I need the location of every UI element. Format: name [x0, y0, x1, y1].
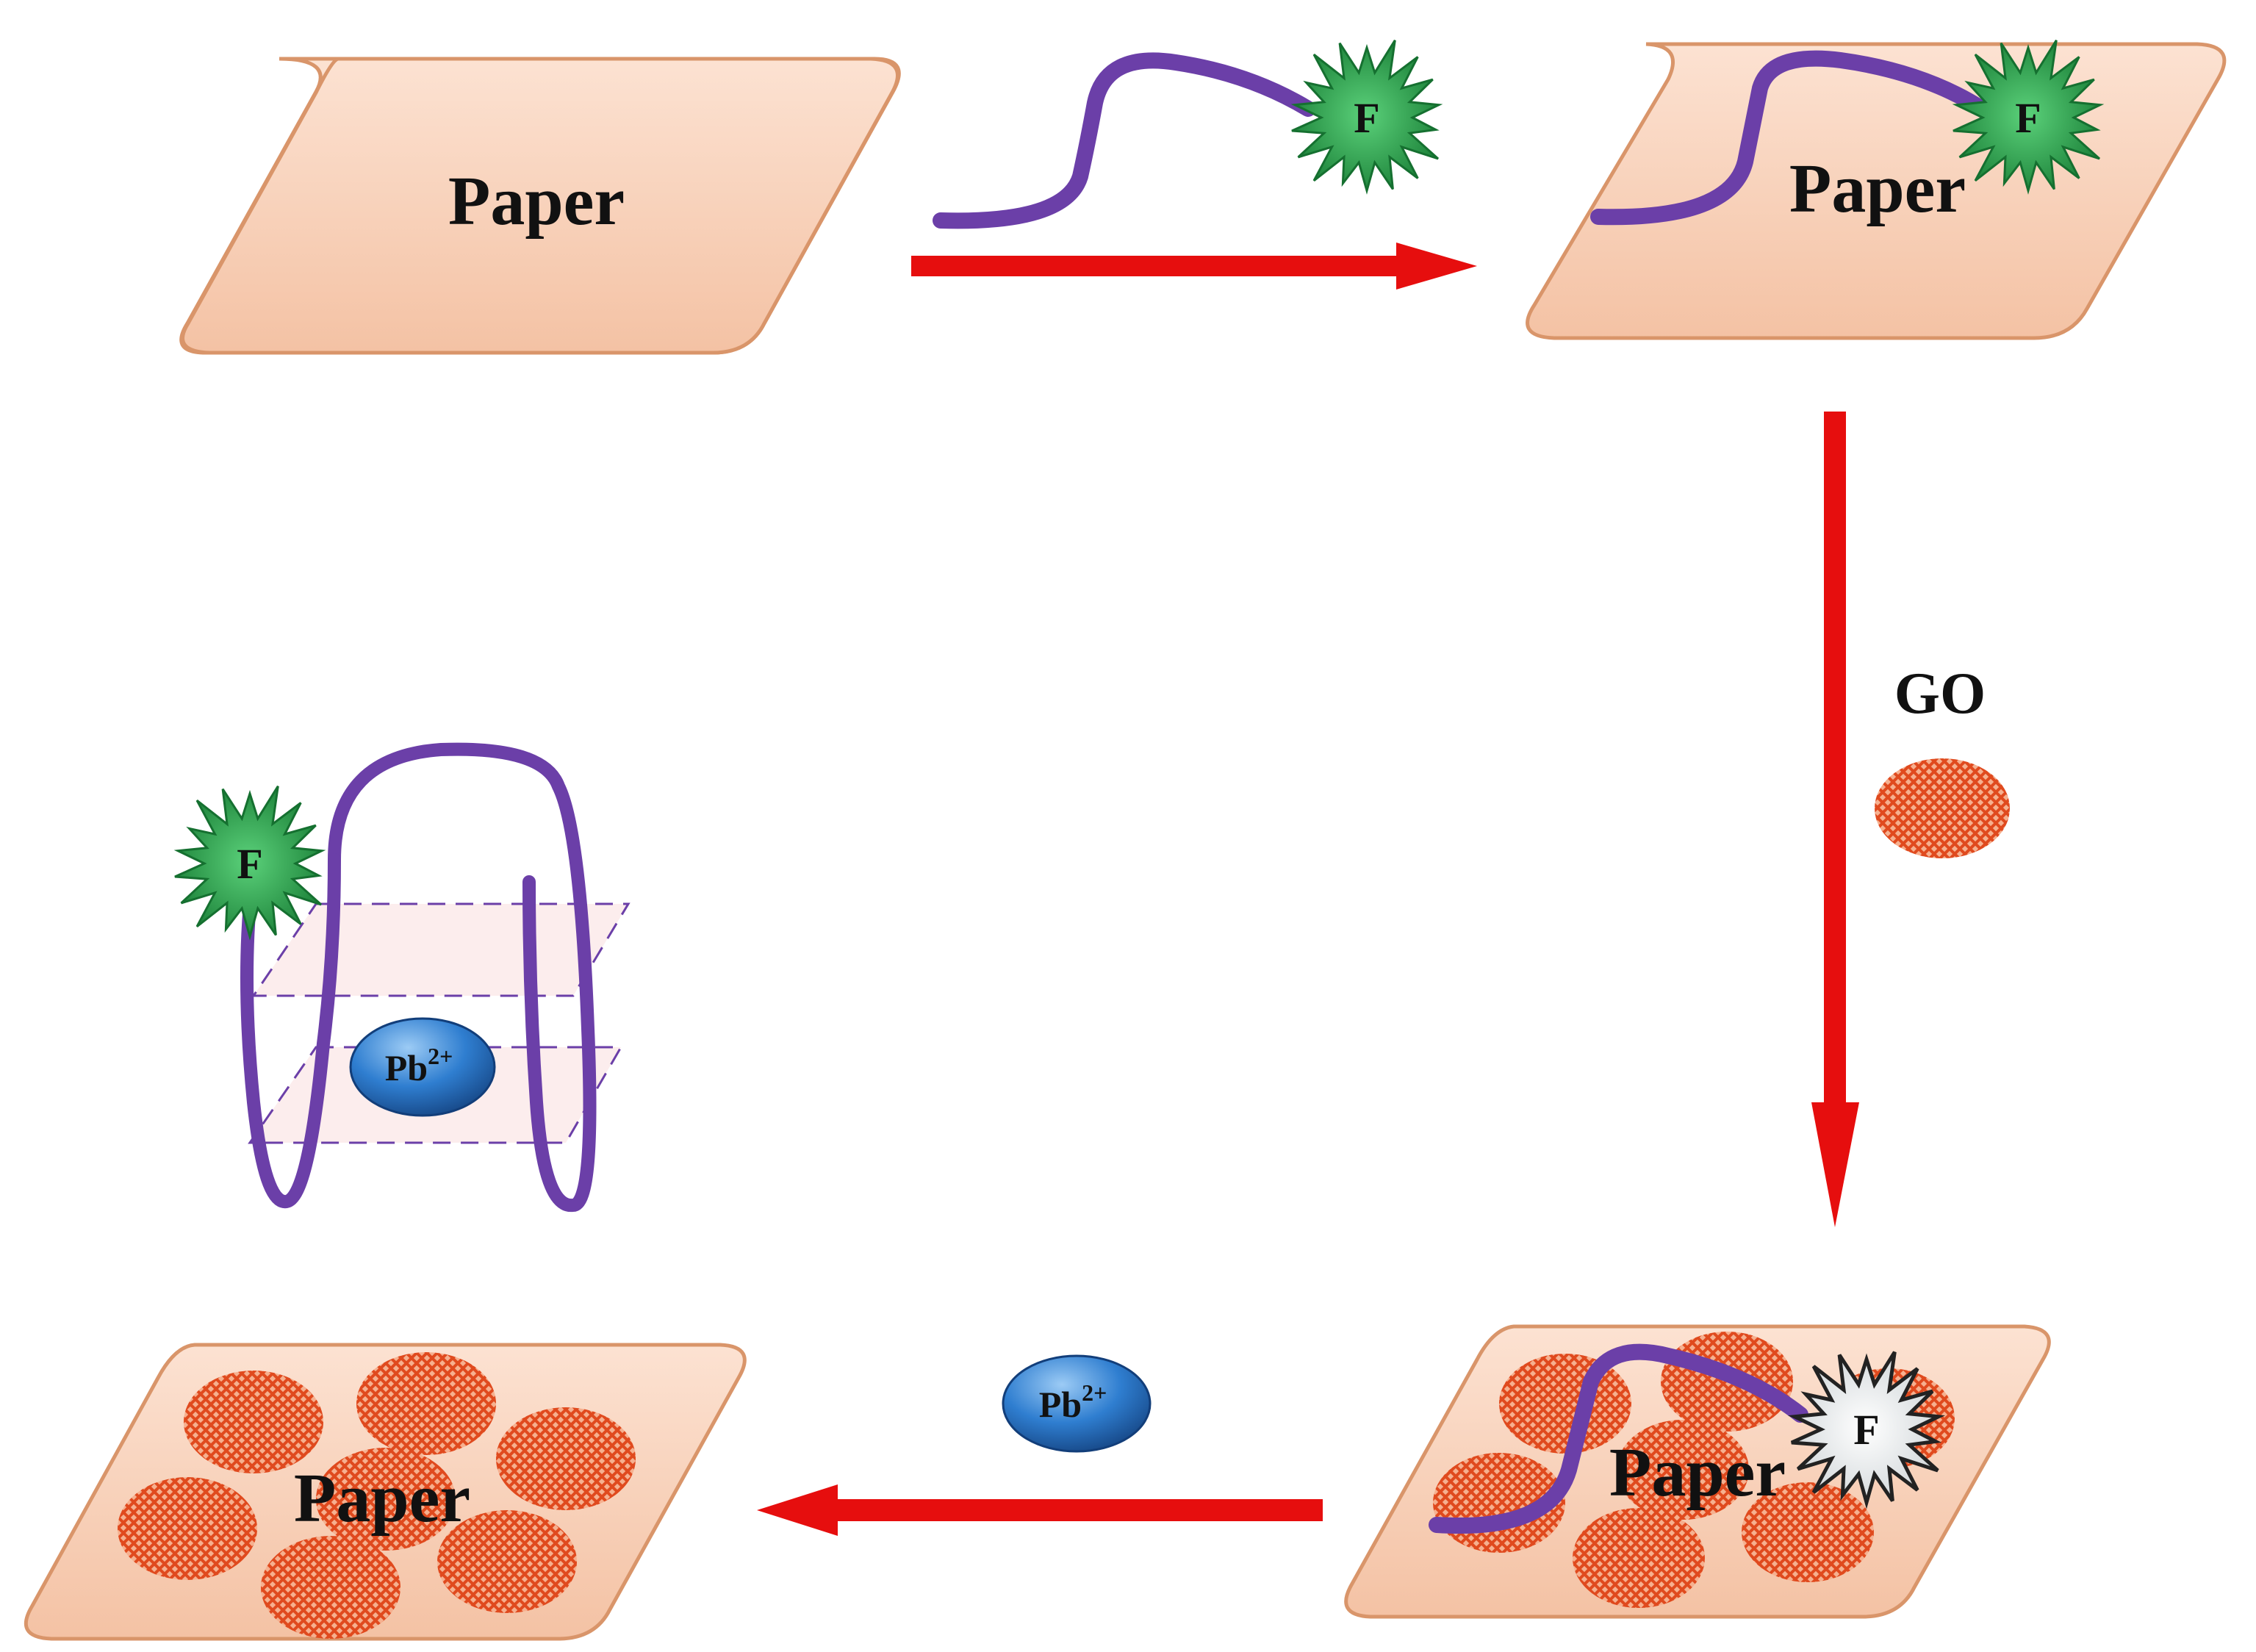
- paper-sheet-with-probe: Paper F: [1526, 40, 2227, 340]
- graphene-oxide-icon: [1875, 758, 2010, 858]
- graphene-oxide-sheet: [437, 1510, 577, 1613]
- dna-strand: [328, 742, 597, 1213]
- g-tetrad-plane: [251, 902, 631, 997]
- fluorophore-label: F: [1853, 1406, 1879, 1454]
- svg-text:Pb2+: Pb2+: [385, 1043, 453, 1088]
- fluorophore-icon: F: [1290, 40, 1443, 195]
- paper-label: Paper: [1609, 1434, 1786, 1511]
- graphene-oxide-sheet: [1742, 1482, 1874, 1582]
- g-quadruplex-complex: Pb2+ F: [173, 742, 631, 1213]
- paper-label: Paper: [448, 163, 625, 240]
- ion-symbol: Pb: [1039, 1384, 1082, 1425]
- ion-symbol: Pb: [385, 1047, 428, 1088]
- fluorophore-label: F: [1354, 94, 1379, 142]
- paper-sheet-bare: Paper: [179, 57, 901, 355]
- lead-ion-icon: Pb2+: [349, 1017, 496, 1117]
- paper-label: Paper: [294, 1460, 470, 1537]
- fluorophore-label: F: [237, 840, 262, 888]
- quenched-fluorophore-icon: F: [1787, 1351, 1946, 1509]
- graphene-oxide-sheet: [1573, 1508, 1705, 1608]
- ion-charge: 2+: [1082, 1379, 1107, 1406]
- graphene-oxide-sheet: [261, 1536, 400, 1639]
- graphene-oxide-sheet: [1617, 1420, 1749, 1520]
- graphene-oxide-sheet: [184, 1371, 323, 1473]
- fluorophore-icon: F: [1952, 40, 2105, 195]
- graphene-oxide-sheet: [118, 1477, 257, 1580]
- dna-strand: [933, 52, 1316, 229]
- graphene-oxide-sheet: [496, 1407, 636, 1510]
- free-dna-probe: F: [933, 40, 1443, 229]
- arrow-go-addition: [1811, 412, 1859, 1227]
- dna-strand: [1590, 50, 1992, 226]
- dna-strand: [240, 853, 341, 1209]
- lead-ion-icon: Pb2+: [1002, 1354, 1152, 1453]
- arrow-probe-immobilization: [911, 243, 1477, 290]
- graphene-oxide-sheet: [356, 1352, 496, 1455]
- fluorophore-icon: F: [173, 786, 326, 941]
- fluorophore-label: F: [2015, 94, 2041, 142]
- go-label: GO: [1894, 661, 1986, 726]
- arrow-lead-addition: [757, 1484, 1323, 1536]
- svg-text:Pb2+: Pb2+: [1039, 1379, 1107, 1425]
- paper-sheet-released: Paper: [24, 1343, 747, 1641]
- paper-sheet-quenched: Paper F: [1344, 1324, 2051, 1619]
- graphene-oxide-sheet: [316, 1448, 456, 1551]
- dna-strand: [1429, 1343, 1808, 1534]
- paper-label: Paper: [1789, 151, 1966, 227]
- ion-charge: 2+: [428, 1043, 453, 1069]
